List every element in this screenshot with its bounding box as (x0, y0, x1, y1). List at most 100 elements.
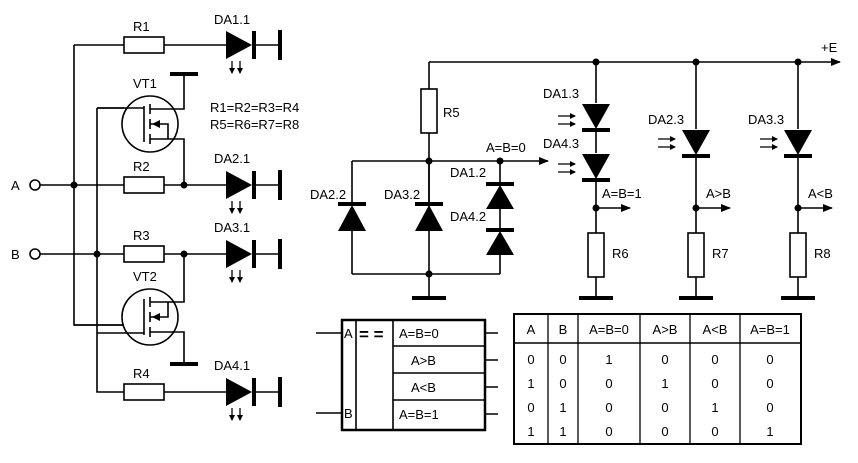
transistor-vt2 (74, 250, 198, 366)
table-cell: 1 (766, 424, 773, 439)
comparator-block: A B = = A=B=0 A>B A<B A=B=1 (316, 318, 498, 432)
table-cell: 1 (527, 424, 534, 439)
table-cell: 0 (661, 400, 668, 415)
da33-label: DA3.3 (748, 112, 784, 127)
table-header: A=B=1 (750, 322, 790, 337)
da23-label: DA2.3 (648, 112, 684, 127)
table-row: 0 0 1 0 0 0 (527, 352, 773, 367)
da22-label: DA2.2 (310, 187, 346, 202)
table-cell: 1 (559, 400, 566, 415)
table-cell: 1 (527, 376, 534, 391)
da43-label: DA4.3 (543, 136, 579, 151)
table-cell: 0 (661, 424, 668, 439)
photodiode-da43 (558, 154, 610, 182)
table-cell: 0 (527, 400, 534, 415)
r6-label: R6 (612, 246, 629, 261)
resistor-r2 (123, 176, 165, 194)
diode-da32 (415, 202, 443, 231)
led-da41 (226, 377, 282, 421)
table-cell: 0 (605, 424, 612, 439)
diode-da22 (338, 202, 366, 231)
block-output-2: A<B (411, 380, 436, 395)
block-output-1: A>B (411, 353, 436, 368)
input-section: A B R1 R2 R3 R4 (11, 12, 299, 421)
r2-label: R2 (133, 159, 150, 174)
table-cell: 0 (711, 376, 718, 391)
input-a-label: A (11, 178, 20, 193)
block-input-a: A (344, 326, 353, 341)
resistor-r8 (789, 232, 807, 278)
table-cell: 0 (711, 424, 718, 439)
table-cell: 0 (559, 376, 566, 391)
table-cell: 0 (661, 352, 668, 367)
table-header: A=B=0 (589, 322, 629, 337)
resistor-r4 (123, 383, 165, 401)
da21-label: DA2.1 (214, 151, 250, 166)
table-cell: 0 (766, 352, 773, 367)
r3-label: R3 (133, 228, 150, 243)
vt1-label: VT1 (133, 76, 157, 91)
r7-label: R7 (712, 246, 729, 261)
table-cell: 0 (559, 352, 566, 367)
block-output-0: A=B=0 (399, 326, 439, 341)
da42-label: DA4.2 (450, 209, 486, 224)
junction (93, 250, 101, 258)
table-header: B (559, 322, 568, 337)
led-da21 (226, 170, 282, 214)
photodiode-da33 (760, 130, 812, 158)
table-header: A (527, 322, 536, 337)
table-header: A<B (703, 322, 728, 337)
junction (70, 181, 78, 189)
output-eq0-label: A=B=0 (486, 140, 526, 155)
led-da11 (226, 30, 282, 74)
resistor-r7 (687, 232, 705, 278)
block-input-b: B (344, 406, 353, 421)
led-da31 (226, 239, 282, 283)
table-cell: 0 (766, 400, 773, 415)
resistor-r1 (123, 36, 165, 54)
table-cell: 1 (559, 424, 566, 439)
table-header: A>B (653, 322, 678, 337)
da41-label: DA4.1 (214, 358, 250, 373)
input-b-terminal[interactable] (29, 248, 41, 260)
table-cell: 0 (711, 352, 718, 367)
da11-label: DA1.1 (214, 12, 250, 27)
resistor-r6 (587, 232, 605, 278)
da12-label: DA1.2 (450, 165, 486, 180)
transistor-vt1 (97, 72, 198, 189)
r8-label: R8 (814, 246, 831, 261)
output-eq1-label: A=B=1 (602, 186, 642, 201)
detector-section: +E R5 A=B=0 DA2.2 DA3.2 (310, 40, 841, 300)
output-gt-label: A>B (706, 186, 731, 201)
r5-label: R5 (443, 105, 460, 120)
vt2-label: VT2 (133, 269, 157, 284)
r4-label: R4 (133, 366, 150, 381)
resistor-r3 (123, 245, 165, 263)
da13-label: DA1.3 (543, 86, 579, 101)
table-cell: 0 (605, 376, 612, 391)
resistor-note-2: R5=R6=R7=R8 (210, 117, 299, 132)
input-a-terminal[interactable] (29, 179, 41, 191)
truth-table: A B A=B=0 A>B A<B A=B=1 0 0 1 0 0 0 1 0 … (513, 313, 802, 445)
input-b-label: B (11, 247, 20, 262)
supply-label: +E (821, 40, 838, 55)
table-cell: 0 (527, 352, 534, 367)
photodiode-da23 (658, 130, 710, 158)
da31-label: DA3.1 (214, 220, 250, 235)
resistor-note-1: R1=R2=R3=R4 (210, 100, 299, 115)
block-output-3: A=B=1 (399, 407, 439, 422)
table-cell: 1 (605, 352, 612, 367)
table-row: 1 1 0 0 0 1 (527, 424, 773, 439)
r1-label: R1 (133, 19, 150, 34)
table-row: 1 0 0 1 0 0 (527, 376, 773, 391)
table-cell: 0 (605, 400, 612, 415)
output-lt-label: A<B (808, 186, 833, 201)
resistor-r5 (420, 88, 438, 134)
table-cell: 0 (766, 376, 773, 391)
block-symbol: = = (359, 325, 384, 344)
diode-da12 (486, 182, 514, 209)
table-row: 0 1 0 0 1 0 (527, 400, 773, 415)
photodiode-da13 (558, 104, 610, 132)
